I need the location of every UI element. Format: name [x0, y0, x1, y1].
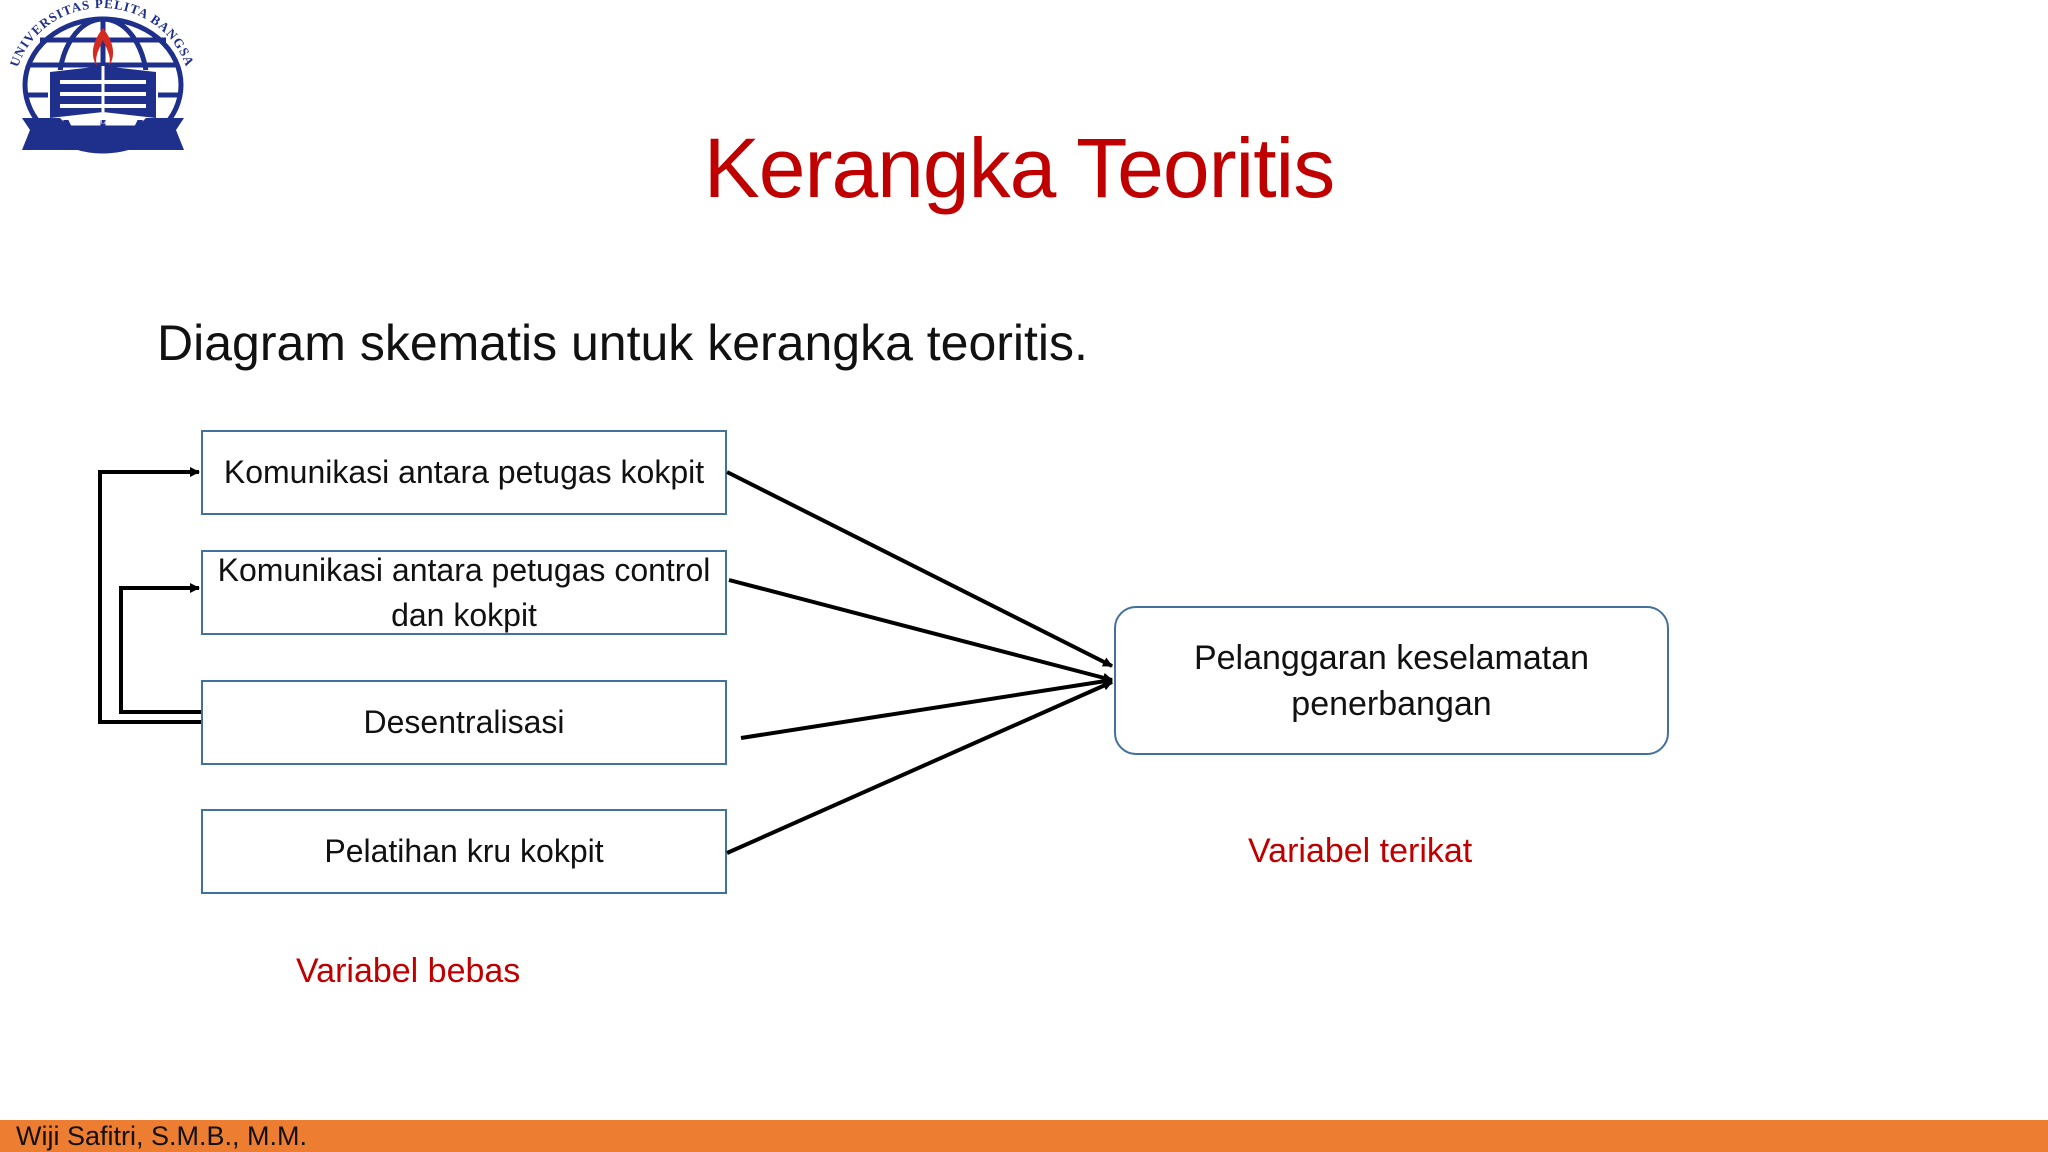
independent-variable-caption: Variabel bebas	[296, 952, 521, 990]
feedback-arrow-to-box-1	[98, 467, 201, 724]
independent-variable-box-4: Pelatihan kru kokpit	[201, 809, 727, 894]
arrow-box-3-to-dependent	[740, 676, 1113, 740]
footer-bar: Wiji Safitri, S.M.B., M.M.	[0, 1120, 2048, 1152]
independent-variable-box-1: Komunikasi antara petugas kokpit	[201, 430, 727, 515]
slide-title: Kerangka Teoritis	[703, 121, 1335, 215]
independent-variable-box-2: Komunikasi antara petugas control dan ko…	[201, 550, 727, 635]
book-icon	[48, 66, 158, 120]
arrow-box-1-to-dependent	[726, 470, 1113, 668]
dependent-variable-box: Pelanggaran keselamatan penerbangan	[1114, 606, 1669, 755]
arrow-box-2-to-dependent	[728, 578, 1113, 683]
slide-subtitle: Diagram skematis untuk kerangka teoritis…	[157, 315, 1088, 371]
arrow-box-4-to-dependent	[726, 680, 1113, 855]
university-logo: UNIVERSITAS PELITA BANGSA MEGAH	[6, 0, 197, 154]
feedback-arrow-to-box-2	[119, 583, 201, 714]
footer-author: Wiji Safitri, S.M.B., M.M.	[16, 1121, 308, 1151]
flame-icon	[92, 28, 114, 66]
independent-variable-box-3: Desentralisasi	[201, 680, 727, 765]
logo-banner	[22, 118, 184, 150]
logo-banner-text: MEGAH	[88, 117, 118, 126]
dependent-variable-caption: Variabel terikat	[1248, 832, 1473, 870]
